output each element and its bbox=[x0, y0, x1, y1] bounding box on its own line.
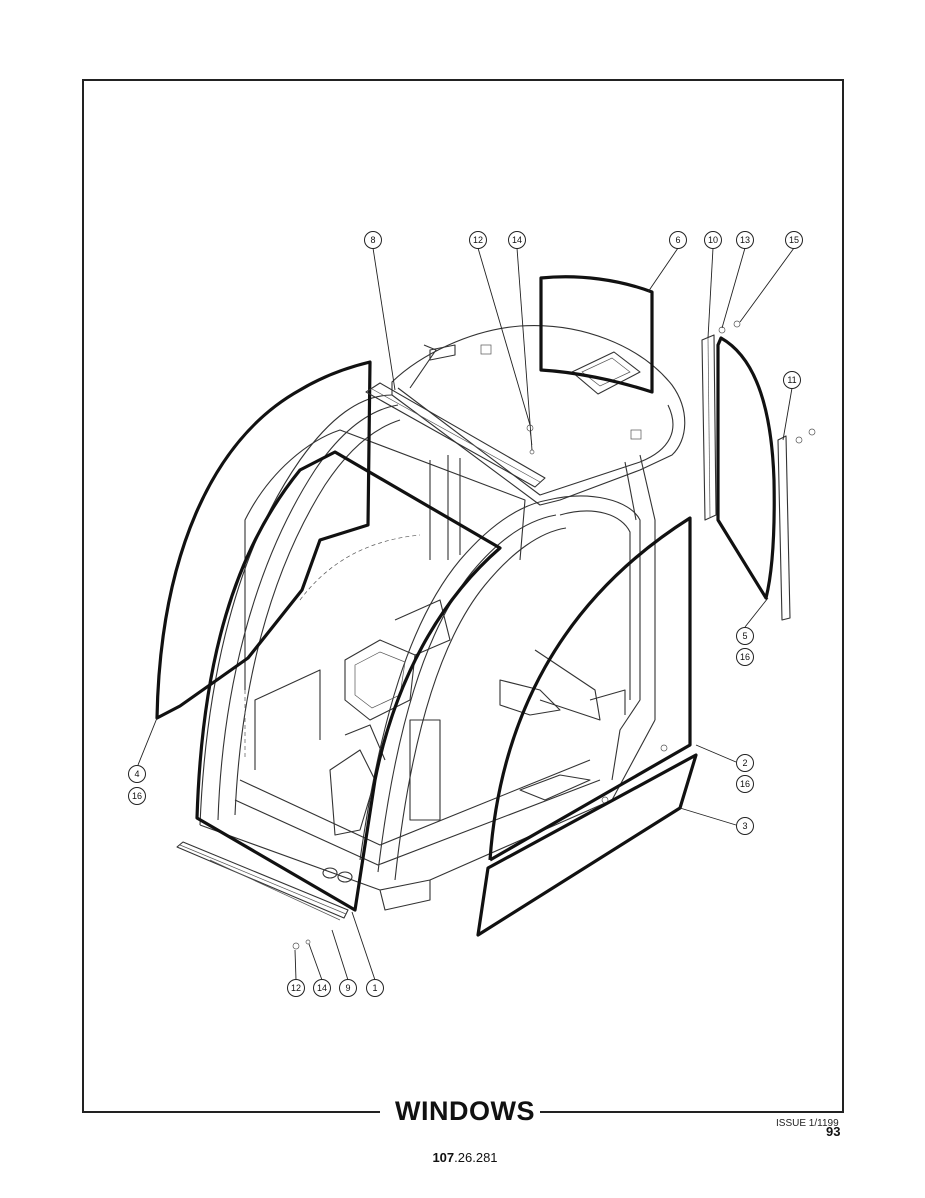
callout-16-right-door: 16 bbox=[736, 775, 754, 793]
callout-6: 6 bbox=[669, 231, 687, 249]
seal-strips bbox=[176, 334, 791, 921]
callout-16-left: 16 bbox=[128, 787, 146, 805]
document-number: 107.26.281 bbox=[420, 1150, 510, 1165]
callout-label: 10 bbox=[708, 235, 718, 245]
callout-label: 5 bbox=[742, 631, 747, 641]
leader-lines bbox=[137, 247, 795, 981]
callout-label: 13 bbox=[740, 235, 750, 245]
document-number-bold: 107 bbox=[432, 1150, 455, 1165]
callout-5: 5 bbox=[736, 627, 754, 645]
drawing-frame bbox=[82, 79, 844, 1112]
title-rule-left bbox=[82, 1111, 380, 1113]
callout-label: 1 bbox=[372, 983, 377, 993]
callout-2: 2 bbox=[736, 754, 754, 772]
callout-8: 8 bbox=[364, 231, 382, 249]
callout-label: 16 bbox=[132, 791, 142, 801]
document-number-rest: .26.281 bbox=[454, 1150, 498, 1165]
callout-11: 11 bbox=[783, 371, 801, 389]
callout-label: 14 bbox=[512, 235, 522, 245]
callout-label: 16 bbox=[740, 779, 750, 789]
callout-13: 13 bbox=[736, 231, 754, 249]
callout-label: 6 bbox=[675, 235, 680, 245]
callout-label: 12 bbox=[473, 235, 483, 245]
callout-label: 2 bbox=[742, 758, 747, 768]
callout-14: 14 bbox=[508, 231, 526, 249]
callout-14-bottom: 14 bbox=[313, 979, 331, 997]
callout-12: 12 bbox=[469, 231, 487, 249]
callout-label: 3 bbox=[742, 821, 747, 831]
callout-label: 15 bbox=[789, 235, 799, 245]
callout-label: 16 bbox=[740, 652, 750, 662]
cab-frame bbox=[199, 325, 686, 911]
glass-panels bbox=[155, 275, 776, 937]
callout-label: 8 bbox=[370, 235, 375, 245]
page-title: WINDOWS bbox=[395, 1096, 535, 1126]
callout-label: 12 bbox=[291, 983, 301, 993]
page-number: 93 bbox=[826, 1124, 841, 1139]
callout-12-bottom: 12 bbox=[287, 979, 305, 997]
callout-label: 9 bbox=[345, 983, 350, 993]
callout-label: 14 bbox=[317, 983, 327, 993]
callout-3: 3 bbox=[736, 817, 754, 835]
title-rule-right bbox=[540, 1111, 844, 1113]
callout-10: 10 bbox=[704, 231, 722, 249]
callout-label: 4 bbox=[134, 769, 139, 779]
callout-4: 4 bbox=[128, 765, 146, 783]
callout-9: 9 bbox=[339, 979, 357, 997]
callout-label: 11 bbox=[787, 375, 796, 385]
callout-1: 1 bbox=[366, 979, 384, 997]
callout-15: 15 bbox=[785, 231, 803, 249]
callout-16-right-rear: 16 bbox=[736, 648, 754, 666]
issue-label: ISSUE 1/1199 bbox=[776, 1118, 839, 1129]
